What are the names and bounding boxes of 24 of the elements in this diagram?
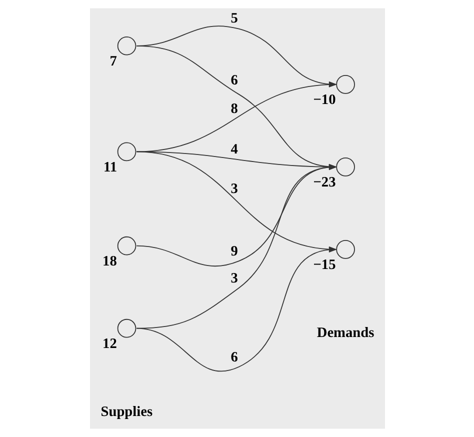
node-circle: [336, 75, 354, 94]
node-circle: [336, 158, 354, 176]
edge-label: 9: [230, 244, 238, 260]
node-label: 7: [109, 53, 116, 70]
node-circle: [336, 240, 354, 259]
label: Demands: [316, 325, 374, 342]
edge-label: 8: [230, 100, 238, 117]
node-label: −15: [312, 256, 336, 273]
node-label: 18: [102, 253, 116, 270]
node-label: −10: [312, 92, 336, 108]
edge-label: 6: [230, 349, 238, 366]
node-circle: [116, 36, 136, 56]
edge-label: 4: [230, 141, 238, 158]
edge-label: 3: [230, 270, 238, 286]
node-label: 11: [102, 159, 116, 176]
node-label: −23: [312, 174, 336, 190]
node-circle: [116, 236, 136, 256]
node-circle: [116, 318, 136, 338]
node-label: 12: [102, 336, 116, 352]
node-circle: [116, 142, 136, 162]
edge-label: 3: [230, 180, 238, 197]
edge-label: 6: [230, 72, 238, 88]
label: Supplies: [100, 404, 152, 420]
edge-label: 5: [230, 10, 238, 26]
